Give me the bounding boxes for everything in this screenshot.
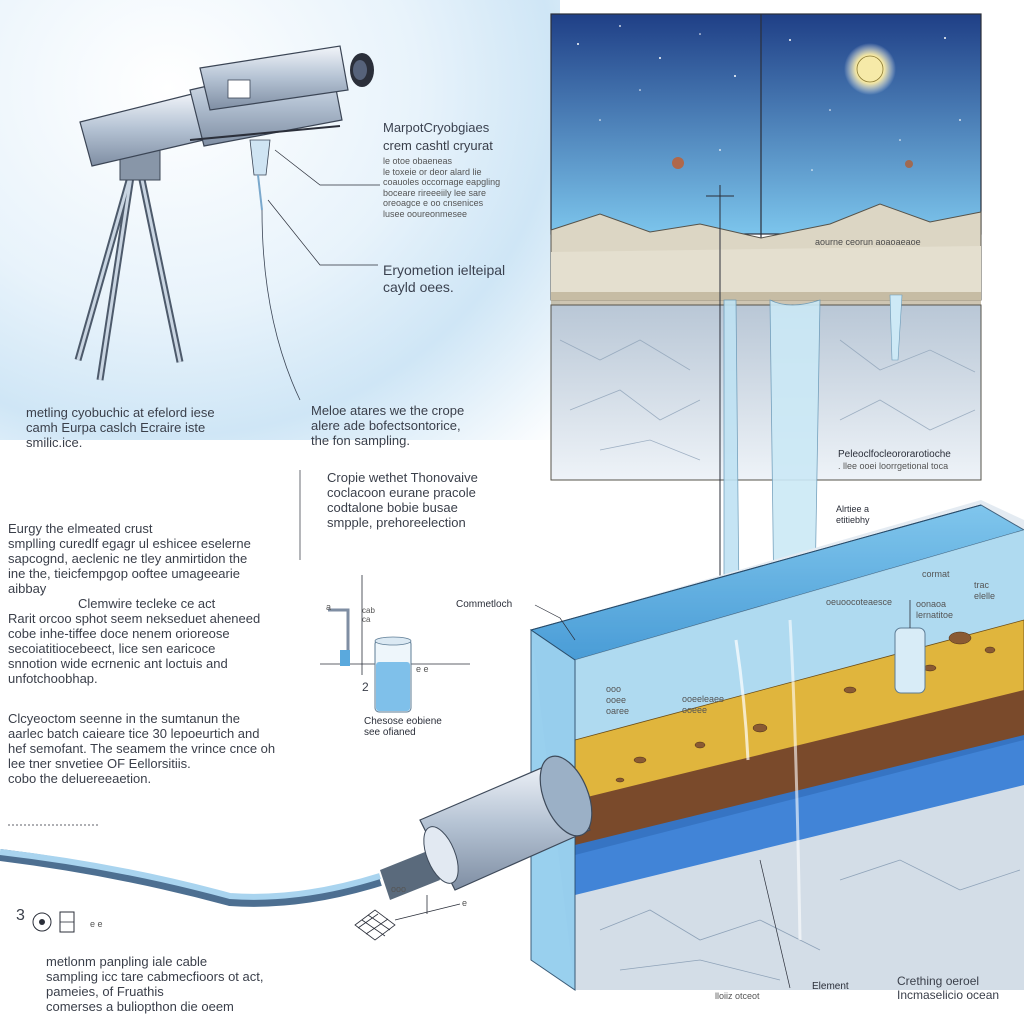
crust-paragraph: Eurgy the elmeated crust smplling curedl… [8,521,251,596]
ocean-label: Crething oeroel Incmaselicio ocean [897,974,1000,1002]
scene-paragraph: Clcyeoctom seenne in the sumtanun the aa… [8,711,276,786]
telescope-subtitle: crem cashtl cryurat [383,138,493,153]
clem-paragraph: Rarit orcoo sphot seem nekseduet aheneed… [8,611,261,686]
callout-a: oeuoocoteaesce [826,597,893,607]
section-a: ooo ooee oaree [606,684,630,716]
cable-paragraph: metlonm panpling iale cable sampling icc… [46,954,264,1014]
section-b: ooeeleaee ooeee [682,694,725,715]
probe-assembly [0,755,593,941]
clem-title: Clemwire tecleke ce act [78,596,216,611]
sampling-chamber [320,575,470,713]
chamber-label: Chesose eobiene see ofianed [364,716,442,738]
probe-gauge-icon [30,908,82,936]
crust-tag-2: trac elelle [974,580,996,601]
chamber-a-tag: a [326,602,332,612]
telescope [74,45,380,401]
telescope-title: MarpotCryobgiaes [383,120,490,135]
probe-tag: e e [90,919,103,929]
airlock-label: Alrtiee a etitiebhy [836,504,870,525]
crust-tag: cormat [922,569,950,579]
leader-lines [8,470,791,989]
subsurface-block [529,500,1024,991]
cryo-title: Eryometion ielteipal [383,262,506,278]
probe-number: 3 [16,907,25,924]
element-label: Element [812,981,849,992]
cryo-subtitle: cayld oees. [383,279,454,295]
surface-label: aourne ceorun aoaoaeaoe [815,237,921,247]
commentloch-label: Commetloch [456,599,513,610]
probe-tag-2: ooo [391,884,407,894]
plume-sublabel: . llee ooei loorrgetional toca [838,461,949,471]
chamber-number: 2 [362,680,369,694]
telescope-description: le otoe obaeneas le toxeie or deor alard… [383,156,501,219]
probe-tag-3: e [462,898,468,908]
chamber-tag: cab ca [362,606,375,624]
cryo-probe-caption: Cropie wethet Thonovaive coclacoon euran… [327,470,478,530]
chamber-x-tag: e e [416,664,429,674]
plume-label: Peleoclfocleororarotioche [838,449,951,460]
left-caption: metling cyobuchic at efelord iese camh E… [26,405,215,450]
bottom-center-label: lloiiz otceot [715,991,760,1001]
callout-b: oonaoa lernatitoe [916,599,954,620]
mid-caption: Meloe atares we the crope alere ade bofe… [311,403,465,448]
